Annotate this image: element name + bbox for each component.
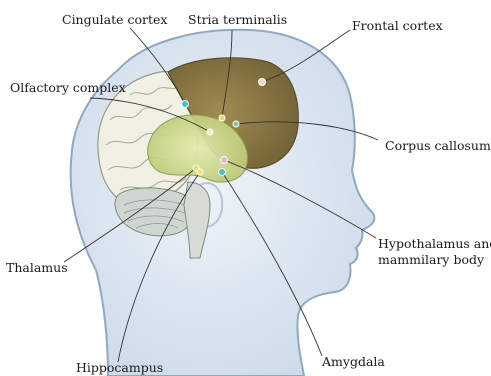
marker-corpus [233, 121, 239, 127]
label-cingulate-cortex: Cingulate cortex [62, 12, 167, 27]
marker-hippocampus [197, 169, 203, 175]
label-frontal-cortex: Frontal cortex [352, 18, 443, 33]
label-hypothalamus-line1: Hypothalamus and [378, 236, 491, 251]
label-corpus-callosum: Corpus callosum [385, 138, 491, 153]
marker-stria [219, 115, 225, 121]
label-thalamus: Thalamus [6, 260, 68, 275]
marker-hypothalamus [221, 157, 228, 164]
label-olfactory-complex: Olfactory complex [10, 80, 126, 95]
label-amygdala: Amygdala [322, 354, 385, 369]
label-hypothalamus-line2: mammilary body [378, 252, 484, 267]
label-hippocampus: Hippocampus [76, 360, 163, 375]
marker-olfactory [207, 129, 213, 135]
marker-cingulate [182, 101, 189, 108]
marker-amygdala [219, 169, 226, 176]
label-stria-terminalis: Stria terminalis [188, 12, 287, 27]
marker-frontal [259, 79, 266, 86]
